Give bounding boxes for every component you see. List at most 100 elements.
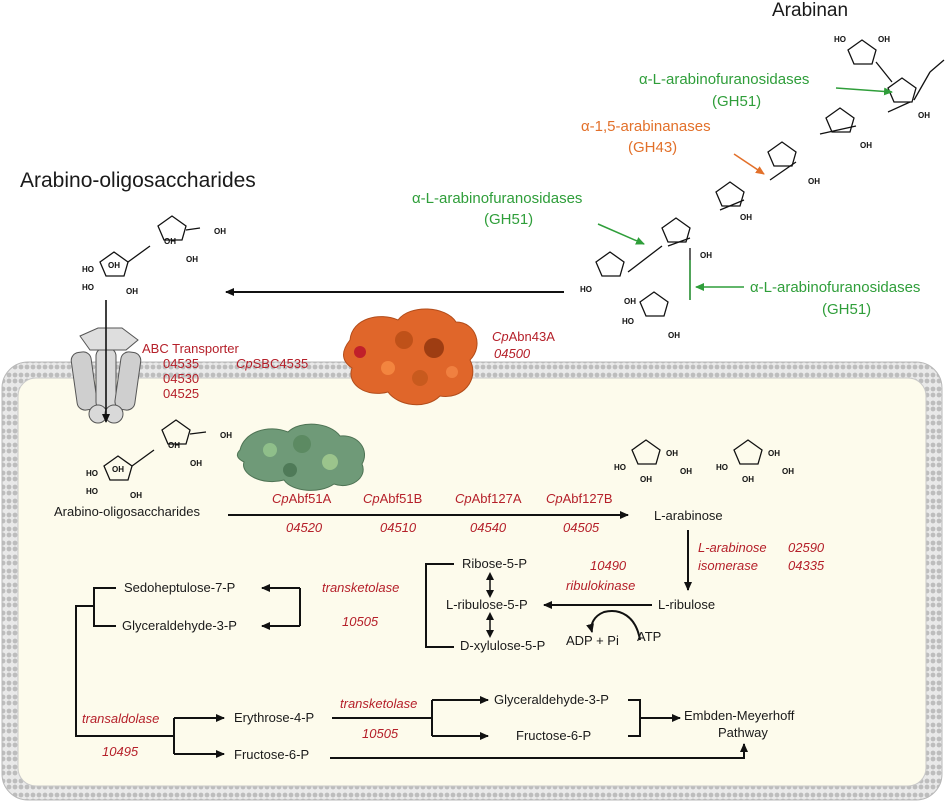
svg-text:HO: HO [614,463,626,472]
fructose-6p-label-2: Fructose-6-P [516,728,591,743]
l-arabinose-isomerase-label-1: L-arabinose [698,540,767,555]
emp-label-2: Pathway [718,725,768,740]
sedoheptulose-7p-label: Sedoheptulose-7-P [124,580,235,595]
abf-1-arrow [835,87,893,96]
abf-gh51-label-3: α-L-arabinofuranosidases [750,279,920,296]
svg-text:OH: OH [130,491,142,500]
transaldolase-path [75,605,174,737]
svg-text:OH: OH [666,449,678,458]
d-xylulose-5p-label: D-xylulose-5-P [460,638,545,653]
ribose-5p-label: Ribose-5-P [462,556,527,571]
svg-text:OH: OH [878,35,890,44]
transketolase-2-label: transketolase [340,696,417,711]
adp-pi-label: ADP + Pi [566,633,619,648]
abc-transporter [70,300,142,424]
svg-text:OH: OH [190,459,202,468]
glyceraldehyde-3p-label-1: Glyceraldehyde-3-P [122,618,237,633]
cpabf127a-label: CpAbf127A [455,491,522,506]
transporter-gene-04525: 04525 [163,386,199,401]
svg-text:HO: HO [86,469,98,478]
fructose-6p-label-1: Fructose-6-P [234,747,309,762]
cpabf51b-label: CpAbf51B [363,491,422,506]
l-arabinose-isomerase-label-2: isomerase [698,558,758,573]
abf-gh51-label-1: α-L-arabinofuranosidases [639,71,809,88]
gene-04520: 04520 [286,520,323,535]
aos-structure-top: HO OH HO OH OH OH OH [82,215,226,296]
abf-gh51-family-3: (GH51) [822,301,871,318]
svg-text:HO: HO [82,265,94,274]
cpabf51-protein-structure [236,423,365,491]
svg-text:OH: OH [860,141,872,150]
svg-text:OH: OH [680,467,692,476]
transaldolase-gene: 10495 [102,744,139,759]
pentose-bracket [425,563,454,648]
svg-text:OH: OH [108,261,120,270]
transketolase-1-gene: 10505 [342,614,379,629]
gh43-arabinanase-label: α-1,5-arabinanases [581,118,711,135]
atp-label: ATP [637,629,661,644]
svg-text:HO: HO [834,35,846,44]
transaldolase-label: transaldolase [82,711,159,726]
gene-04540: 04540 [470,520,507,535]
transketolase-1-label: transketolase [322,580,399,595]
svg-text:HO: HO [716,463,728,472]
cpabn43a-label: CpAbn43A [492,329,555,344]
gene-04510: 04510 [380,520,417,535]
fructose-to-emp-arrow [330,743,748,759]
gh43-arrow [733,153,765,175]
atp-adp-curved-arrow [586,610,641,641]
l-ribulose-label: L-ribulose [658,597,715,612]
svg-text:OH: OH [164,237,176,246]
l-ribulose-5p-label: L-ribulose-5-P [446,597,528,612]
emp-label-1: Embden-Meyerhoff [684,708,795,723]
svg-text:OH: OH [112,465,124,474]
cpabn43a-protein-structure [343,308,478,406]
cpsbc4535-label: CpSBC4535 [236,356,308,371]
isomerase-gene-02590: 02590 [788,540,825,555]
svg-text:OH: OH [214,227,226,236]
ribulokinase-gene: 10490 [590,558,627,573]
svg-text:OH: OH [640,475,652,484]
l-arabinose-label: L-arabinose [654,508,723,523]
transketolase-2-gene: 10505 [362,726,399,741]
svg-text:OH: OH [668,331,680,340]
svg-text:OH: OH [742,475,754,484]
aos-structure-inside: HO OH HO OH OH OH OH [86,419,232,500]
svg-text:HO: HO [580,285,592,294]
svg-text:OH: OH [768,449,780,458]
abf-gh51-family-2: (GH51) [484,211,533,228]
svg-text:OH: OH [782,467,794,476]
svg-text:OH: OH [740,213,752,222]
isomerase-gene-04335: 04335 [788,558,825,573]
svg-text:OH: OH [168,441,180,450]
abf-gh51-label-2: α-L-arabinofuranosidases [412,190,582,207]
gene-04505: 04505 [563,520,600,535]
svg-text:HO: HO [86,487,98,496]
cpabf51a-label: CpAbf51A [272,491,332,506]
abf-2-arrow [597,223,645,245]
svg-text:OH: OH [918,111,930,120]
svg-text:OH: OH [624,297,636,306]
svg-text:OH: OH [220,431,232,440]
arabino-oligosaccharides-title: Arabino-oligosaccharides [20,169,256,192]
svg-text:OH: OH [126,287,138,296]
aos-label-inside: Arabino-oligosaccharides [54,504,200,519]
cell-membrane [1,361,943,801]
svg-text:HO: HO [82,283,94,292]
svg-text:OH: OH [186,255,198,264]
cpabf127b-label: CpAbf127B [546,491,613,506]
cpabn43a-gene: 04500 [494,346,531,361]
ribulokinase-label: ribulokinase [566,578,635,593]
svg-text:OH: OH [700,251,712,260]
svg-text:OH: OH [808,177,820,186]
transporter-gene-04530: 04530 [163,371,199,386]
arabinan-title: Arabinan [772,0,848,21]
gh43-family-label: (GH43) [628,139,677,156]
transporter-gene-04535: 04535 [163,356,199,371]
abc-transporter-label: ABC Transporter [142,341,239,356]
abf-gh51-family-1: (GH51) [712,93,761,110]
erythrose-4p-label: Erythrose-4-P [234,710,314,725]
svg-text:HO: HO [622,317,634,326]
